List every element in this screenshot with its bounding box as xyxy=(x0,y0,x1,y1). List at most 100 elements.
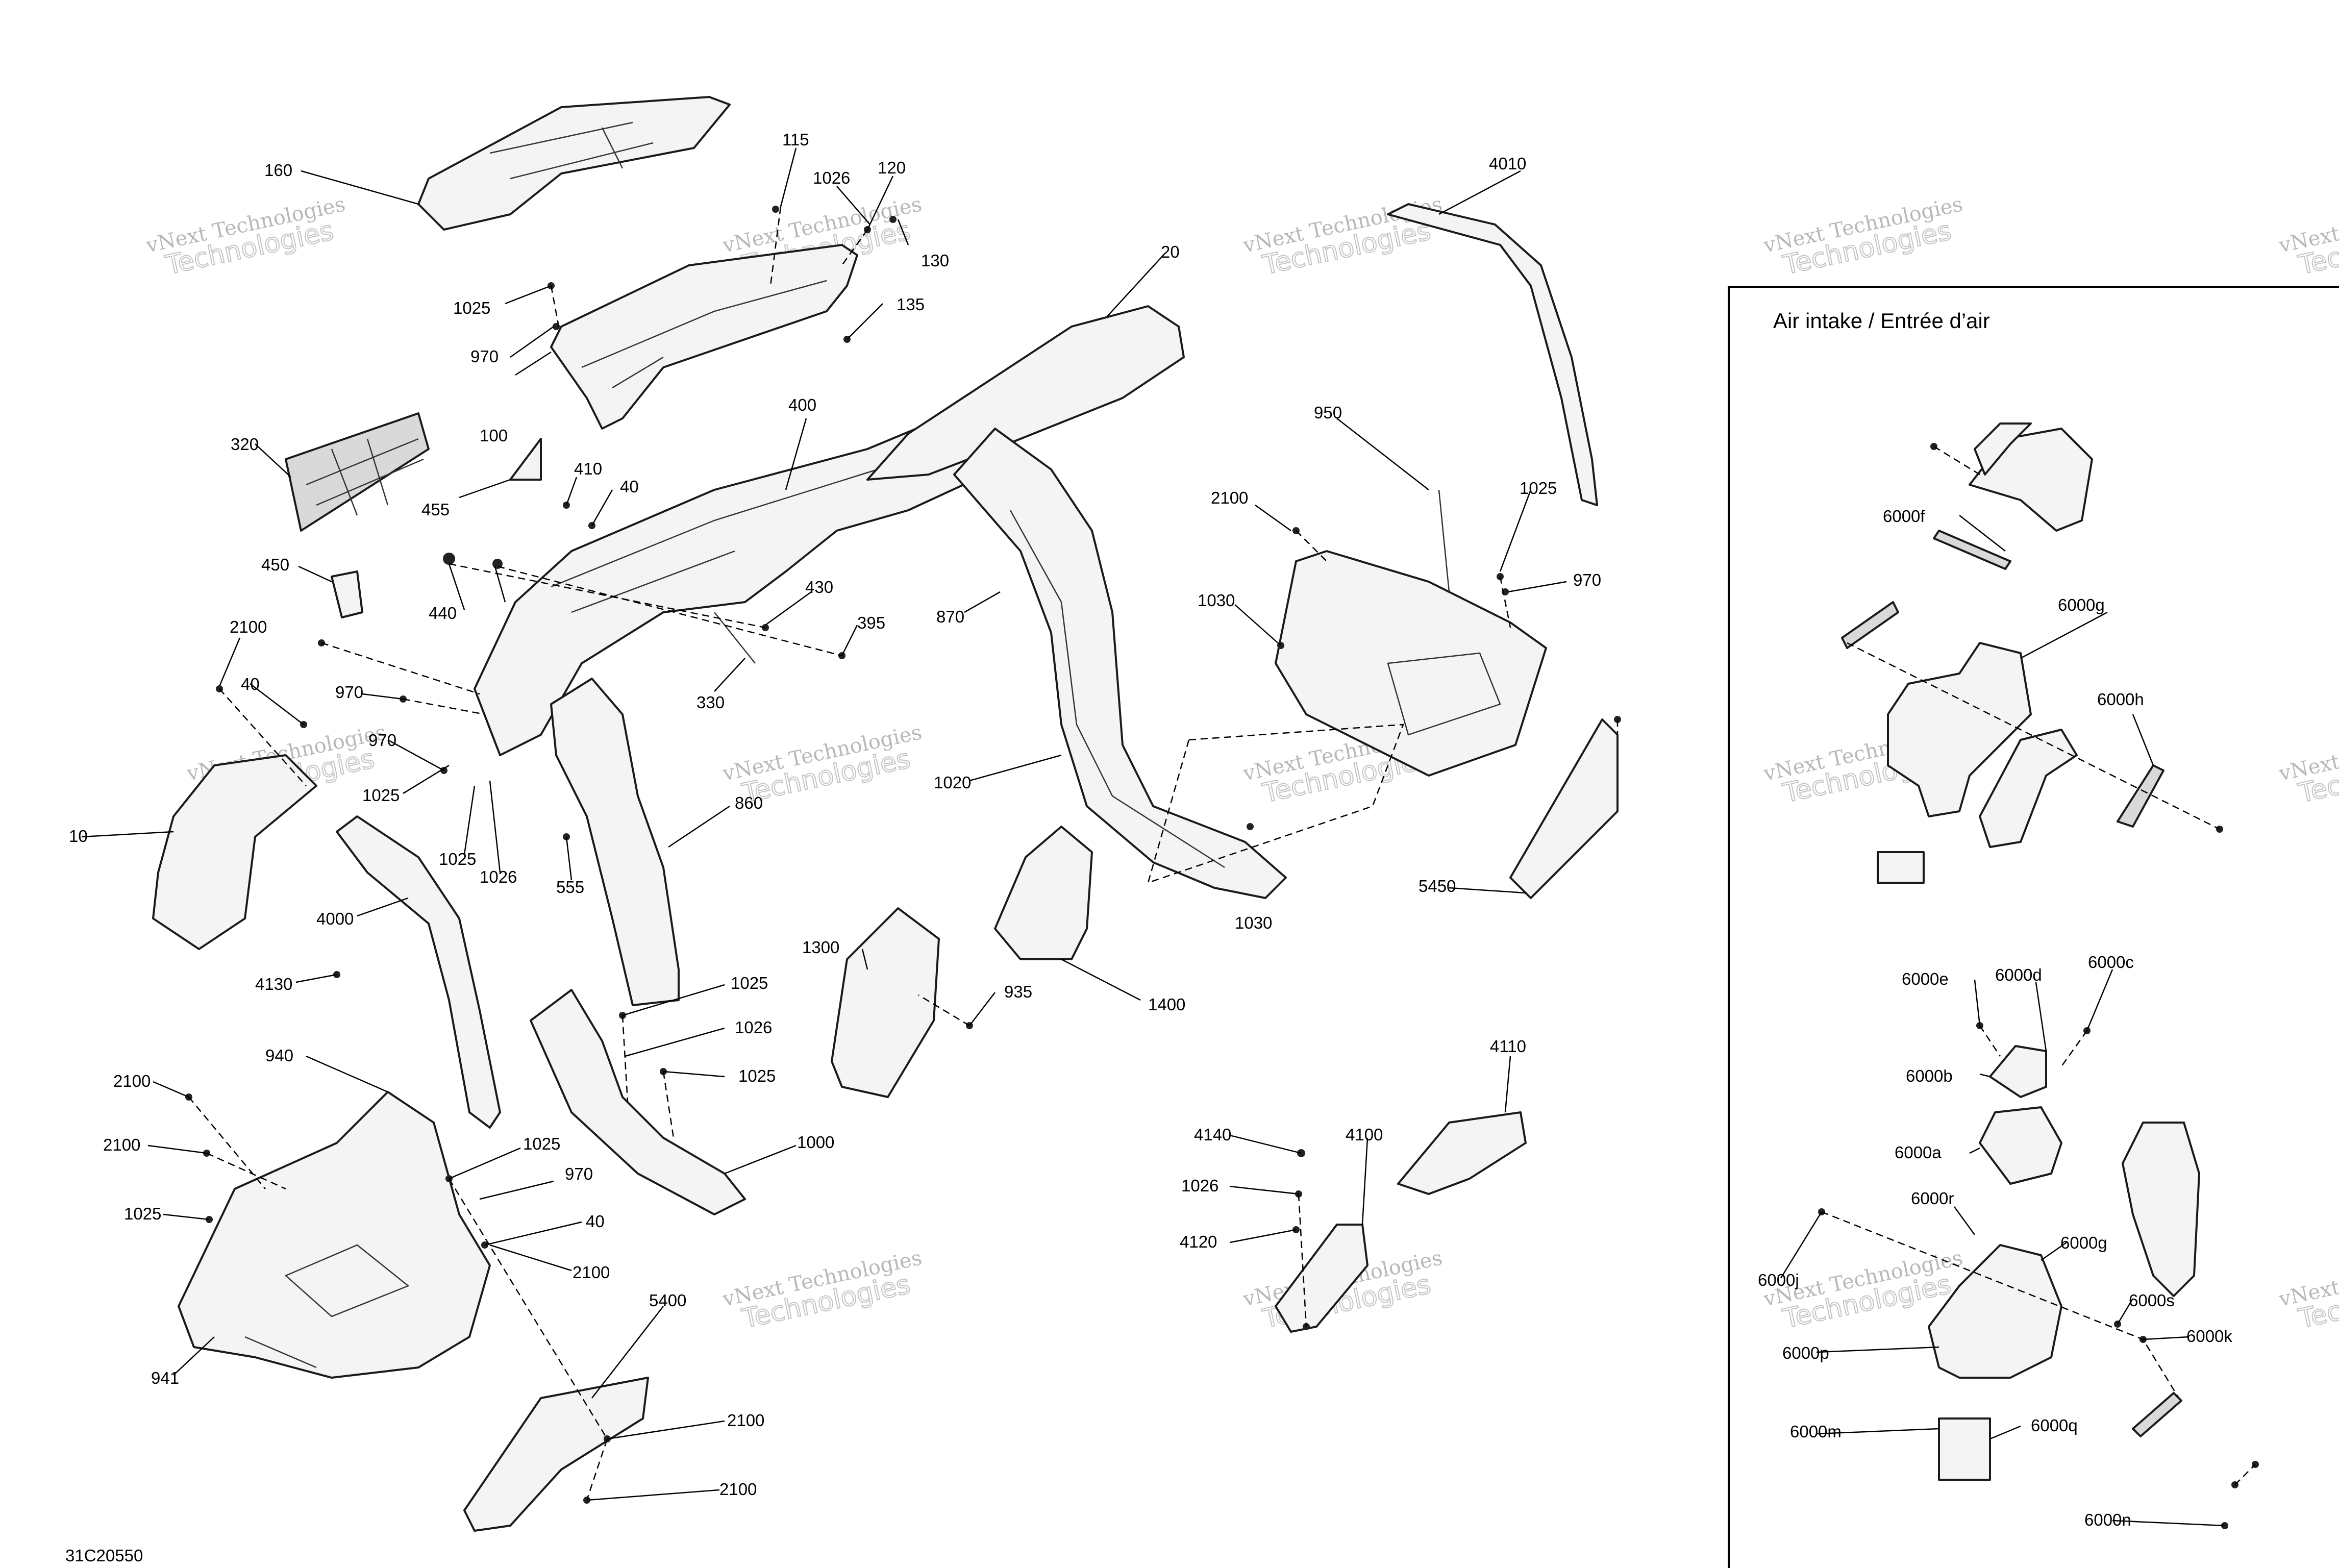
label: 1030 xyxy=(1198,591,1235,610)
label: 4120 xyxy=(1180,1232,1217,1251)
label: 6000b xyxy=(1906,1066,1953,1085)
label: 440 xyxy=(429,604,457,623)
label: 135 xyxy=(897,295,925,314)
label: 40 xyxy=(586,1212,605,1231)
label: 941 xyxy=(151,1368,179,1387)
label: 1025 xyxy=(124,1204,161,1223)
label: 970 xyxy=(1573,570,1601,589)
part-6000-coupler xyxy=(1877,851,1925,884)
diagram-id: 31C20550 xyxy=(65,1546,143,1565)
label: 5400 xyxy=(649,1291,686,1310)
part-6000k-clamp xyxy=(2132,1392,2182,1437)
part-4100-bracket xyxy=(1275,1224,1368,1333)
label: 40 xyxy=(241,675,260,693)
part-1000-sill xyxy=(530,989,746,1215)
label: 4110 xyxy=(1490,1037,1526,1056)
label: 6000h xyxy=(2097,690,2144,709)
part-860-column xyxy=(550,678,680,1006)
label: 5450 xyxy=(1419,877,1456,895)
part-100-console xyxy=(550,244,858,430)
part-6000-right-housing xyxy=(2122,1122,2200,1297)
label: 6000c xyxy=(2088,953,2134,972)
part-10-trim xyxy=(152,754,317,950)
label: 1025 xyxy=(731,974,768,992)
label: 1026 xyxy=(735,1018,772,1037)
label: 1026 xyxy=(1181,1176,1218,1195)
part-400-dash-frame xyxy=(474,422,976,756)
air-intake-inset: Air intake / Entrée d’air xyxy=(1728,286,2339,1568)
label: 1030 xyxy=(1235,913,1272,932)
label: 6000s xyxy=(2129,1291,2175,1310)
part-400-detail xyxy=(551,468,878,664)
label: 4140 xyxy=(1194,1125,1231,1144)
label: 6000n xyxy=(2084,1510,2131,1529)
label: 6000m xyxy=(1790,1422,1842,1441)
part-6000p-housing xyxy=(1928,1244,2062,1379)
label: 970 xyxy=(335,683,363,702)
part-6000f-deflector xyxy=(1974,422,2032,476)
part-4010-arm xyxy=(1387,203,1598,506)
inset-title: Air intake / Entrée d’air xyxy=(1773,309,1990,333)
label: 970 xyxy=(565,1164,593,1183)
part-5400-bracket xyxy=(463,1377,649,1532)
inset-frame xyxy=(1728,286,2339,1568)
label: 430 xyxy=(805,578,833,596)
label: 6000j xyxy=(1758,1271,1799,1289)
label: 1025 xyxy=(453,298,490,317)
label: 1025 xyxy=(523,1134,560,1153)
label: 10 xyxy=(69,827,88,845)
part-20-cover xyxy=(866,305,1185,481)
label: 160 xyxy=(264,161,292,180)
label: 1400 xyxy=(1148,995,1185,1014)
part-6000g-housing xyxy=(1887,642,2032,817)
part-1020-detail xyxy=(1009,510,1225,868)
part-160-detail xyxy=(489,121,654,180)
label: 400 xyxy=(788,395,816,414)
part-6000f-strip xyxy=(1933,530,2011,570)
part-100-detail xyxy=(581,280,827,389)
label: 1025 xyxy=(439,850,476,868)
label: 1026 xyxy=(480,867,517,886)
label: 320 xyxy=(231,435,259,454)
label: 935 xyxy=(1004,982,1032,1001)
label: 1000 xyxy=(797,1133,834,1152)
label: 1300 xyxy=(802,938,839,957)
label: 4100 xyxy=(1346,1125,1383,1144)
part-4000-post xyxy=(336,815,501,1129)
label: 1025 xyxy=(1520,479,1557,497)
label: 6000r xyxy=(1911,1189,1954,1208)
label: 6000g xyxy=(2060,1233,2107,1252)
part-320-mesh xyxy=(306,438,424,516)
label: 2100 xyxy=(573,1263,610,1282)
label: 6000a xyxy=(1895,1143,1942,1162)
label: 6000p xyxy=(1782,1343,1829,1362)
label: 1025 xyxy=(738,1066,776,1085)
label: 970 xyxy=(368,731,396,750)
label: 330 xyxy=(696,693,725,712)
label: 6000f xyxy=(1883,507,1925,526)
label: 115 xyxy=(782,130,809,149)
part-5450-panel xyxy=(1509,718,1619,899)
label: 940 xyxy=(265,1046,293,1065)
part-1400-panel xyxy=(994,826,1093,960)
label: 2100 xyxy=(1211,488,1248,507)
part-4110-bracket xyxy=(1397,1111,1527,1195)
label: 2100 xyxy=(230,617,267,636)
label: 120 xyxy=(878,158,906,177)
part-6000a-cover xyxy=(1979,1106,2062,1185)
label: 6000q xyxy=(2031,1416,2078,1435)
label: 410 xyxy=(574,459,602,478)
label: 20 xyxy=(1161,242,1180,261)
inset-hardware xyxy=(1818,443,2259,1529)
label: 870 xyxy=(936,607,964,626)
label: 100 xyxy=(480,426,508,445)
label: 2100 xyxy=(719,1480,757,1499)
parts xyxy=(152,96,1621,1532)
label: 40 xyxy=(620,477,639,496)
label: 6000d xyxy=(1995,965,2042,984)
part-950-bin xyxy=(1275,550,1547,777)
